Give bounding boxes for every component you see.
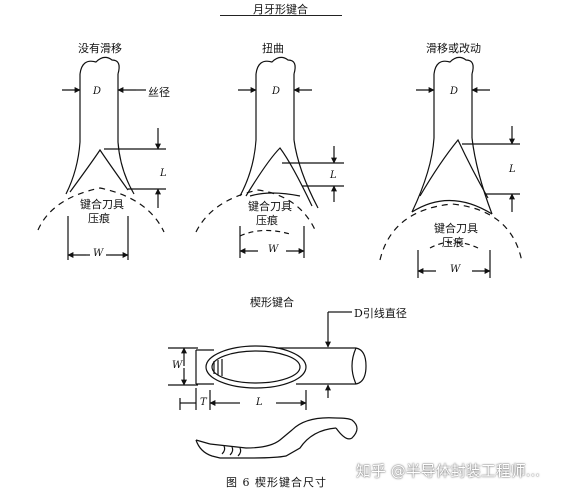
panel2-mark-label: 键合刀具 [248, 200, 292, 213]
wedge-tail-label: T [200, 397, 207, 408]
watermark: 知乎 @半导体封装工程师... [356, 462, 541, 480]
header-rule [220, 15, 342, 16]
wedge-wire-diameter-label: D引线直径 [354, 307, 407, 320]
panel2-diameter-label: D [272, 86, 281, 97]
wedge-width-label: W [172, 360, 183, 371]
panel2-mark-label-2: 压痕 [256, 214, 278, 227]
wedge-bond-drawing [168, 311, 367, 459]
panel-twist-drawing [195, 56, 344, 258]
panel3-width-label: W [450, 264, 461, 275]
figure-caption: 图 6 楔形键合尺寸 [226, 476, 327, 489]
panel1-mark-label-2: 压痕 [88, 212, 110, 225]
panel2-width-label: W [268, 244, 279, 255]
panel3-length-label: L [509, 164, 516, 175]
panel1-wire-label: 丝径 [148, 86, 170, 99]
panel-title-no-slip: 没有滑移 [78, 42, 122, 55]
panel2-length-label: L [330, 170, 337, 181]
panel-title-slip: 滑移或改动 [426, 42, 481, 55]
page-header: 月牙形键合 [253, 3, 308, 16]
panel-no-slip-drawing [37, 56, 166, 260]
wedge-title: 楔形键合 [250, 296, 294, 309]
wedge-length-label: L [256, 397, 263, 408]
panel-slip-drawing [379, 56, 523, 278]
panel1-width-label: W [93, 248, 104, 259]
panel1-diameter-label: D [93, 86, 102, 97]
panel3-mark-label-2: 压痕 [442, 236, 464, 249]
panel3-diameter-label: D [450, 86, 459, 97]
panel-title-twist: 扭曲 [262, 42, 284, 55]
panel3-mark-label: 键合刀具 [434, 222, 478, 235]
panel1-mark-label: 键合刀具 [80, 198, 124, 211]
panel1-length-label: L [160, 168, 167, 179]
